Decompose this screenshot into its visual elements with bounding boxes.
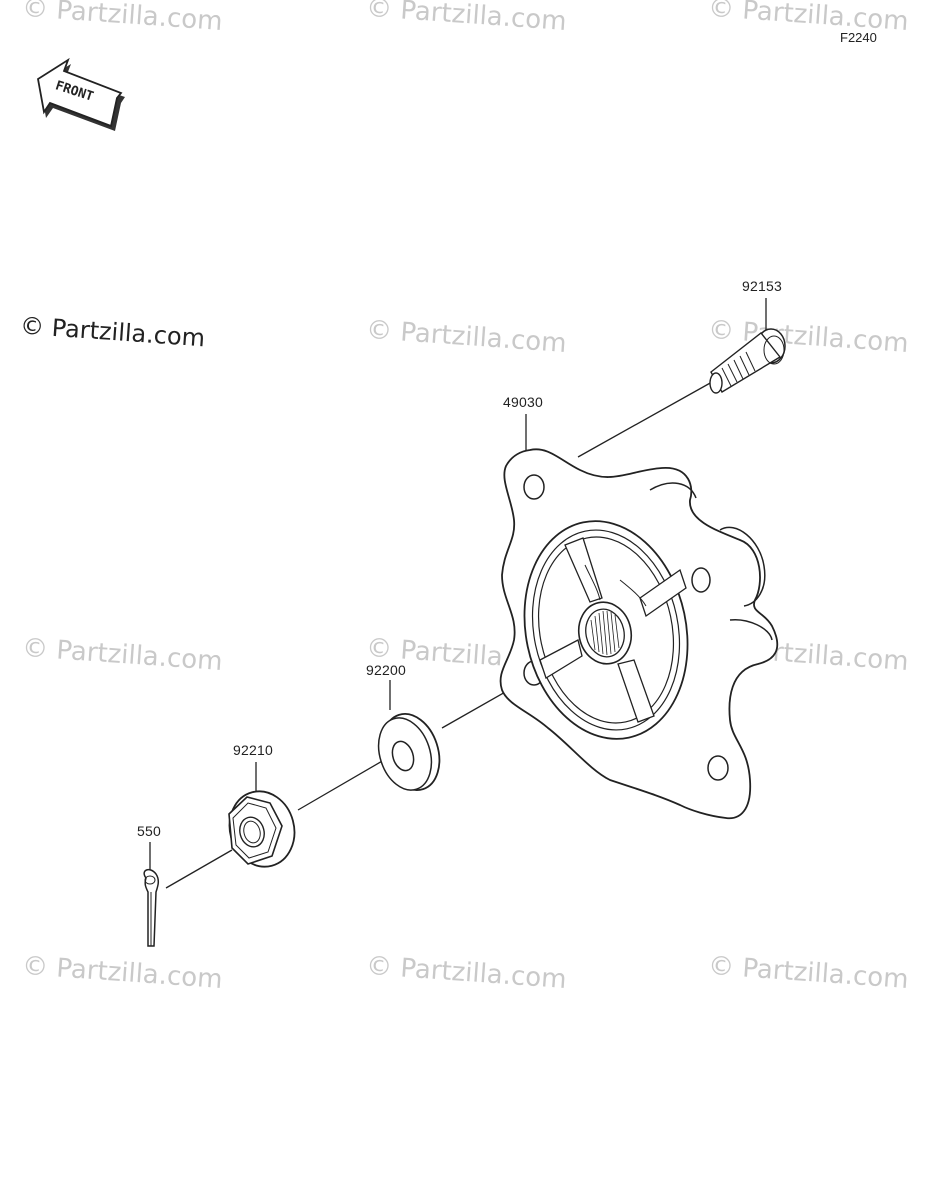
washer-92200[interactable]	[370, 707, 449, 798]
part-label-550[interactable]: 550	[137, 823, 161, 839]
part-label-92200[interactable]: 92200	[366, 662, 406, 678]
diagram-code: F2240	[840, 30, 877, 45]
stud-bolt-92153[interactable]	[709, 328, 786, 394]
part-label-92153[interactable]: 92153	[742, 278, 782, 294]
hub-49030[interactable]	[499, 448, 779, 820]
cotter-pin-550[interactable]	[143, 868, 160, 947]
part-label-92210[interactable]: 92210	[233, 742, 273, 758]
nut-92210[interactable]	[221, 784, 302, 874]
part-label-49030[interactable]: 49030	[503, 394, 543, 410]
front-arrow-icon: FRONT	[37, 57, 125, 131]
